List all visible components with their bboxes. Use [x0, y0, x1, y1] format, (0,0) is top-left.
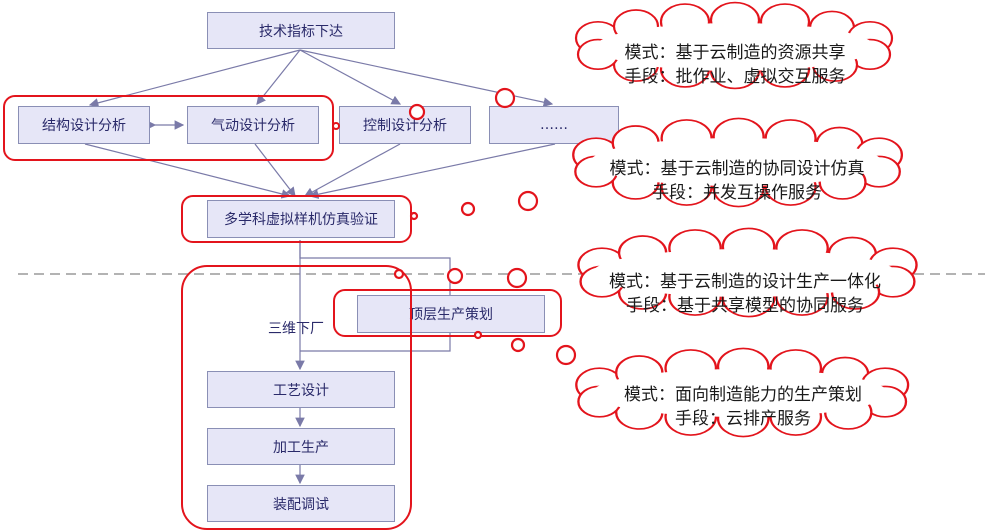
cloud-3-means: 手段：基于共享模型的协同服务	[626, 296, 864, 316]
bubble-small	[332, 122, 340, 130]
cloud-4-means: 手段：云排产服务	[675, 409, 811, 429]
cloud-2-means: 手段：并发互操作服务	[652, 183, 822, 203]
cloud-4-mode: 模式：面向制造能力的生产策划	[624, 385, 862, 405]
bubble-1b	[494, 87, 516, 109]
bubble-3c	[506, 267, 528, 289]
cloud-1-text: 模式：基于云制造的资源共享 手段：批作业、虚拟交互服务	[585, 41, 885, 89]
cloud-3-mode: 模式：基于云制造的设计生产一体化	[609, 272, 881, 292]
arrow-aero-multi	[254, 143, 296, 197]
arrow-control-multi	[303, 143, 401, 197]
box-control-analysis: 控制设计分析	[339, 106, 471, 144]
box-toplevel-planning: 顶层生产策划	[357, 295, 545, 333]
highlight-toplevel	[333, 289, 562, 337]
box-process-design: 工艺设计	[207, 371, 395, 408]
box-technical-targets: 技术指标下达	[207, 12, 395, 49]
box-structural-analysis: 结构设计分析	[18, 106, 150, 144]
bubble-3b	[446, 267, 464, 285]
box-machining: 加工生产	[207, 428, 395, 465]
cloud-3-text: 模式：基于云制造的设计生产一体化 手段：基于共享模型的协同服务	[585, 270, 905, 318]
cloud-1-mode: 模式：基于云制造的资源共享	[624, 43, 846, 63]
bubble-4c	[555, 344, 577, 366]
box-assembly: 装配调试	[207, 485, 395, 522]
cloud-1-means: 手段：批作业、虚拟交互服务	[624, 67, 846, 87]
box-multidisciplinary-validation: 多学科虚拟样机仿真验证	[207, 200, 395, 238]
bubble-4a	[473, 330, 483, 340]
box-aero-analysis: 气动设计分析	[187, 106, 319, 144]
bubble-4b	[510, 337, 526, 353]
highlight-production	[181, 265, 412, 530]
bubble-3a	[393, 268, 405, 280]
highlight-multi-validation	[181, 195, 412, 243]
cloud-2-mode: 模式：基于云制造的协同设计仿真	[609, 159, 865, 179]
bubble-2c	[517, 190, 539, 212]
cloud-2-text: 模式：基于云制造的协同设计仿真 手段：并发互操作服务	[582, 157, 892, 205]
bubble-1a	[408, 103, 426, 121]
bubble-2a	[409, 211, 419, 221]
arrow-more-multi	[308, 143, 556, 199]
label-to-factory: 三维下厂	[268, 321, 324, 337]
arrow-top-control	[299, 49, 402, 105]
cloud-4-text: 模式：面向制造能力的生产策划 手段：云排产服务	[588, 383, 898, 431]
bubble-2b	[460, 201, 476, 217]
arrow-structural-multi	[84, 143, 292, 199]
